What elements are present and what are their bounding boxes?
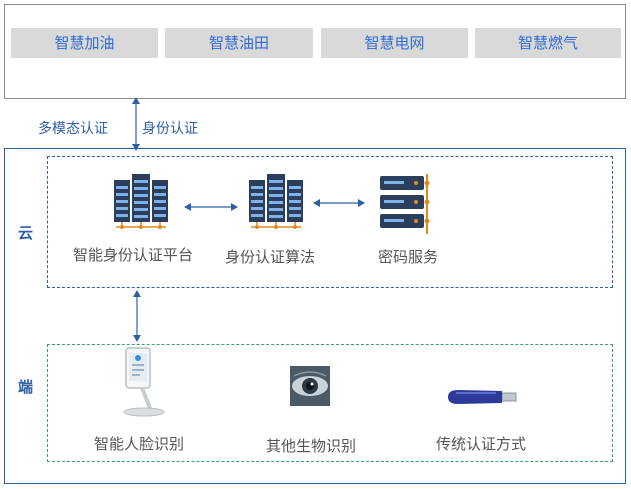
edge-label: 端 <box>18 378 34 396</box>
face-kiosk-icon <box>123 347 165 417</box>
bidirectional-arrow <box>184 203 238 211</box>
server-rack-icon <box>114 174 168 229</box>
cloud-component-algorithm: 身份认证算法 <box>225 248 316 266</box>
cloud-label: 云 <box>18 224 34 242</box>
cloud-section <box>47 156 613 288</box>
app-tile-smart-gas[interactable]: 智慧燃气 <box>475 28 621 58</box>
cloud-component-crypto: 密码服务 <box>378 248 439 266</box>
eye-icon <box>290 366 330 406</box>
edge-component-biometric: 其他生物识别 <box>266 437 357 455</box>
app-tile-smart-oilfield[interactable]: 智慧油田 <box>165 28 313 58</box>
cloud-edge-connector-arrow <box>133 290 141 342</box>
edge-component-traditional: 传统认证方式 <box>436 435 527 453</box>
bidirectional-arrow <box>313 199 365 207</box>
edge-component-face: 智能人脸识别 <box>94 435 185 453</box>
server-rack-icon <box>249 174 303 229</box>
auth-label-multimodal: 多模态认证 <box>38 121 108 137</box>
main-frame <box>4 148 626 484</box>
cloud-component-platform: 智能身份认证平台 <box>73 246 194 264</box>
usb-key-icon <box>448 390 517 404</box>
app-tile-smart-refueling[interactable]: 智慧加油 <box>11 28 158 58</box>
app-tile-smart-grid[interactable]: 智慧电网 <box>321 28 468 58</box>
auth-label-identity: 身份认证 <box>142 121 198 137</box>
top-connector-arrow <box>132 97 140 151</box>
edge-section <box>47 344 613 462</box>
server-unit-icon <box>380 174 430 234</box>
